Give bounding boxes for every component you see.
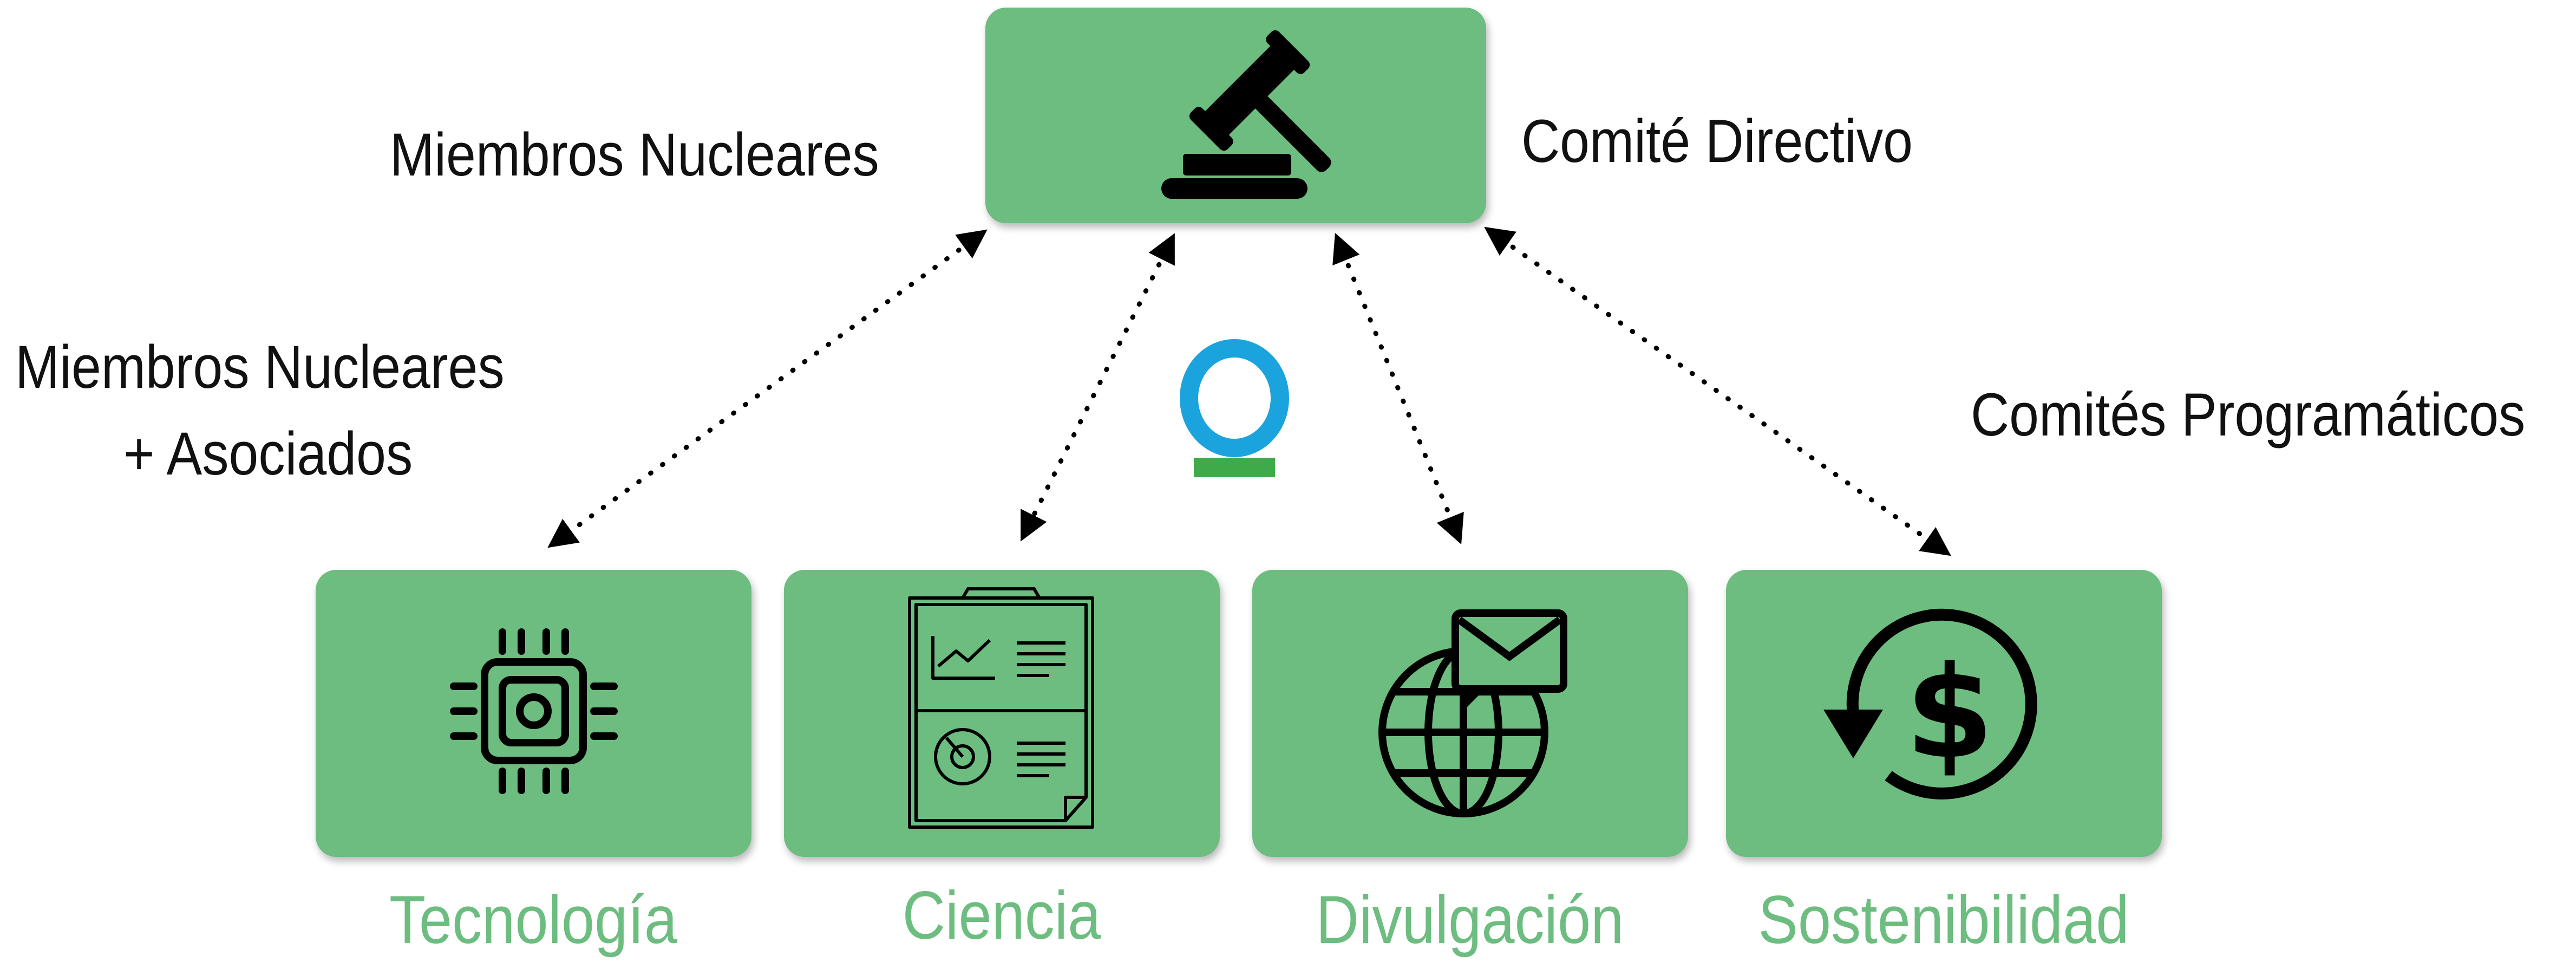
top-left-label: Miembros Nucleares <box>390 121 879 188</box>
arrow-divulgacion <box>1332 232 1464 545</box>
svg-text:$: $ <box>1905 639 1994 787</box>
arrow-sostenibilidad <box>1484 226 1951 556</box>
caption-ciencia: Ciencia <box>902 878 1101 953</box>
side-right-label: Comités Programáticos <box>1971 381 2526 448</box>
sostenibilidad-box: $ <box>1726 570 2162 857</box>
globe-mail-icon <box>1378 609 1567 817</box>
dollar-cycle-icon: $ <box>1823 608 2037 800</box>
caption-divulgacion: Divulgación <box>1316 882 1624 958</box>
report-chart-icon <box>908 587 1094 829</box>
comite-directivo-box <box>985 8 1486 223</box>
chip-icon <box>450 628 618 794</box>
tecnologia-box <box>316 570 751 857</box>
divulgacion-box <box>1252 570 1688 857</box>
logo-icon <box>1180 339 1289 477</box>
side-left-label-line1: Miembros Nucleares <box>15 333 505 401</box>
arrow-ciencia <box>1021 233 1175 542</box>
gavel-icon <box>1161 30 1331 199</box>
caption-sostenibilidad: Sostenibilidad <box>1758 882 2129 958</box>
arrow-tecnologia <box>547 229 988 548</box>
ciencia-box <box>784 570 1220 857</box>
side-left-label-line2: + Asociados <box>123 420 413 487</box>
top-right-label: Comité Directivo <box>1521 107 1913 175</box>
caption-tecnologia: Tecnología <box>389 882 678 958</box>
